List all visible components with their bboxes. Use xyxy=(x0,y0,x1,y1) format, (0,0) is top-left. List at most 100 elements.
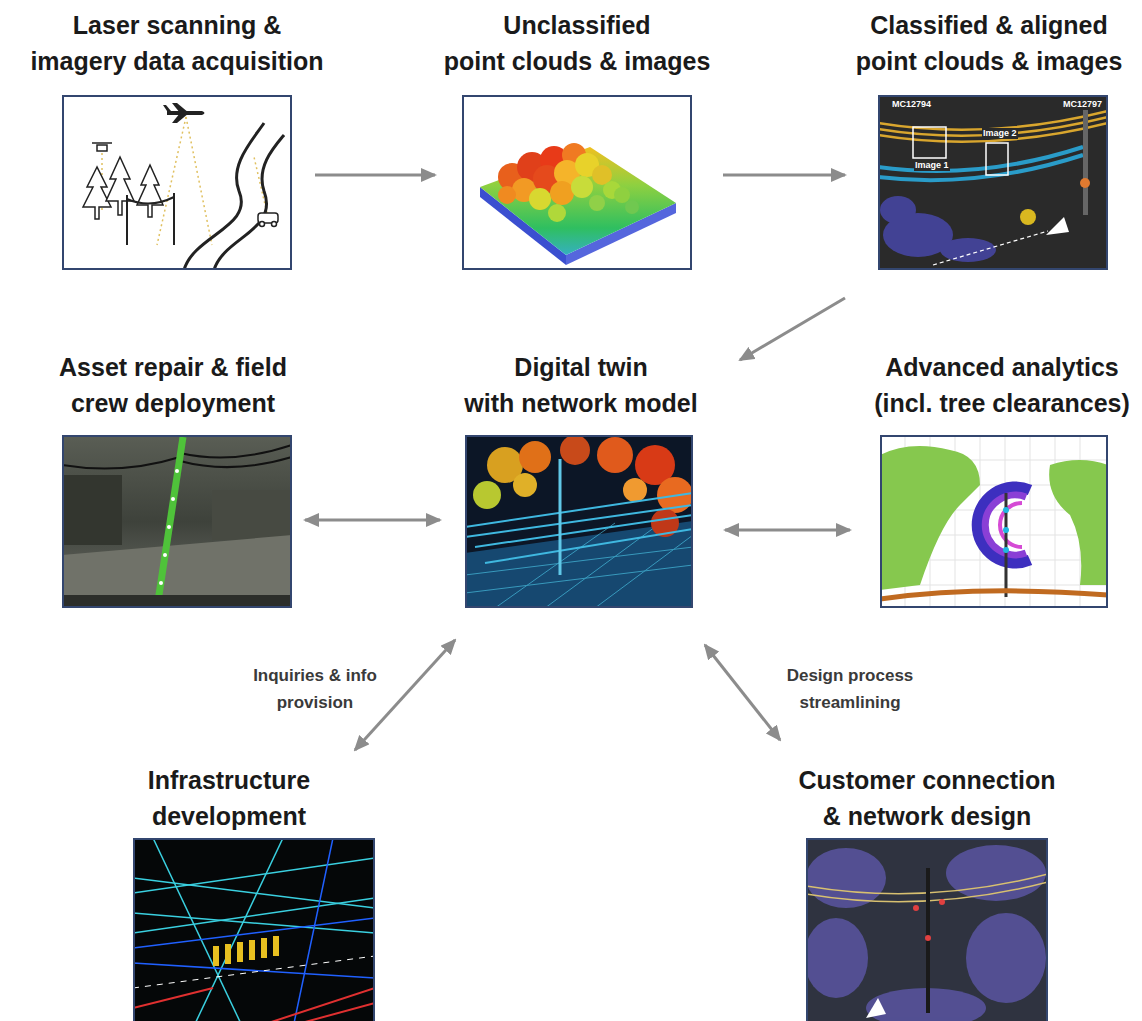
field-street-photo-part-part xyxy=(171,497,175,501)
tree-clearance-analytics-part xyxy=(880,435,1108,608)
digital-twin-render-part-part xyxy=(475,515,693,547)
network-design-view-part-part xyxy=(939,899,945,905)
tree-clearance-analytics-part xyxy=(1003,507,1009,553)
flow-arrow xyxy=(705,645,780,740)
infrastructure-render xyxy=(133,838,375,1021)
point-cloud-block-part-part xyxy=(550,181,574,205)
point-cloud-block-part xyxy=(498,143,639,222)
lidar-acquisition-sketch-part xyxy=(83,157,163,219)
panel-heading: Customer connection & network design xyxy=(798,762,1057,834)
tree-clearance-analytics-part xyxy=(880,435,1108,608)
point-cloud-block-part-part xyxy=(614,187,630,203)
text-line: Inquiries & info xyxy=(253,666,377,685)
tree-clearance-analytics-part-part xyxy=(1000,503,1022,547)
lidar-acquisition-sketch-part-part xyxy=(260,222,265,227)
lidar-acquisition-sketch-part-part xyxy=(172,103,189,113)
point-cloud-block-part xyxy=(480,147,676,255)
digital-twin-render-part xyxy=(465,435,693,608)
point-cloud-block-part-part xyxy=(548,204,566,222)
infrastructure-render-part xyxy=(133,988,375,1021)
infrastructure-render-part-part xyxy=(253,988,375,1021)
text-line: Asset repair & field xyxy=(59,353,287,381)
tree-clearance-analytics-part xyxy=(880,591,1108,599)
field-street-photo-part xyxy=(212,490,292,540)
image-panel: Asset repair & field crew deployment xyxy=(62,435,292,608)
lidar-acquisition-sketch-part-part xyxy=(106,157,134,215)
field-street-photo-part-part xyxy=(163,553,167,557)
flow-arrow xyxy=(723,174,845,177)
flow-arrow xyxy=(315,174,435,177)
tree-clearance-analytics-part-part xyxy=(1003,527,1009,533)
point-cloud-block-part-part xyxy=(529,188,551,210)
infrastructure-render-part-part xyxy=(133,898,375,933)
lidar-acquisition-sketch-part xyxy=(102,117,267,245)
text-line: provision xyxy=(277,693,354,712)
lidar-acquisition-sketch-part-part xyxy=(173,193,175,245)
classified-cloud-view xyxy=(878,95,1108,270)
network-design-view-part xyxy=(913,899,945,941)
lidar-acquisition-sketch-part xyxy=(127,193,174,245)
infrastructure-render-part-part xyxy=(153,838,243,1021)
classified-cloud-view-part xyxy=(913,127,946,158)
infrastructure-render-part-part xyxy=(133,858,375,893)
tree-clearance-analytics-part xyxy=(1049,460,1108,585)
classified-cloud-view-part xyxy=(1046,217,1069,235)
image-panel: Unclassified point clouds & images xyxy=(462,95,692,270)
lidar-acquisition-sketch-part-part xyxy=(137,165,163,217)
classified-cloud-view-part-part xyxy=(878,155,1083,180)
image-annotation: Image 2 xyxy=(982,128,1018,139)
network-design-view xyxy=(806,838,1048,1021)
infrastructure-render-part-part xyxy=(249,940,255,960)
tree-clearance-analytics-part xyxy=(977,487,1030,563)
infrastructure-render-part-part xyxy=(283,1003,375,1021)
text-line: Digital twin xyxy=(514,353,647,381)
field-street-photo-part xyxy=(159,469,179,585)
point-cloud-block-part-part xyxy=(625,200,639,214)
lidar-acquisition-sketch-part xyxy=(184,123,284,270)
tree-clearance-analytics xyxy=(880,435,1108,608)
point-cloud-block-part xyxy=(462,95,692,270)
infrastructure-render-part xyxy=(133,838,375,1021)
digital-twin-render-part-part xyxy=(465,565,693,593)
point-cloud-block xyxy=(462,95,692,270)
digital-twin-render-part-part xyxy=(473,481,501,509)
panel-heading: Advanced analytics (incl. tree clearance… xyxy=(873,349,1131,421)
image-annotation: MC12794 xyxy=(891,99,932,110)
infrastructure-render-part-part xyxy=(193,838,283,1021)
infrastructure-render-part xyxy=(133,956,375,988)
tree-clearance-analytics-part-part xyxy=(1003,547,1009,553)
text-line: Infrastructure xyxy=(148,766,311,794)
flow-arrow xyxy=(305,519,440,522)
lidar-acquisition-sketch-part-part xyxy=(172,113,189,123)
text-line: Customer connection xyxy=(799,766,1056,794)
field-street-photo-part-part xyxy=(180,457,292,467)
digital-twin-render-part-part xyxy=(485,529,693,563)
image-annotation: MC12797 xyxy=(1062,99,1103,110)
text-line: & network design xyxy=(823,802,1031,830)
lidar-acquisition-sketch-part-part xyxy=(126,195,128,245)
network-design-view-part-part xyxy=(806,918,868,998)
point-cloud-block-part-part xyxy=(589,195,605,211)
lidar-acquisition-sketch-part-part xyxy=(184,123,264,270)
text-line: streamlining xyxy=(799,693,900,712)
infrastructure-render-part-part xyxy=(133,988,213,1008)
panel-heading: Unclassified point clouds & images xyxy=(443,7,712,79)
infrastructure-render-part-part xyxy=(133,963,375,978)
text-line: Laser scanning & xyxy=(73,11,281,39)
digital-twin-render-part-part xyxy=(519,441,551,473)
network-design-view-part xyxy=(866,998,886,1018)
edge-label: Design process streamlining xyxy=(784,662,917,716)
text-line: Design process xyxy=(787,666,914,685)
text-line: point clouds & images xyxy=(444,47,711,75)
field-street-photo-part xyxy=(62,475,122,545)
panel-heading: Infrastructure development xyxy=(147,762,312,834)
lidar-acquisition-sketch-part-part xyxy=(97,145,107,151)
text-line: Classified & aligned xyxy=(870,11,1108,39)
lidar-acquisition-sketch-part-part xyxy=(163,105,171,111)
text-line: (incl. tree clearances) xyxy=(874,389,1130,417)
image-panel: Classified & aligned point clouds & imag… xyxy=(878,95,1108,270)
text-line: imagery data acquisition xyxy=(30,47,323,75)
lidar-acquisition-sketch xyxy=(62,95,292,270)
